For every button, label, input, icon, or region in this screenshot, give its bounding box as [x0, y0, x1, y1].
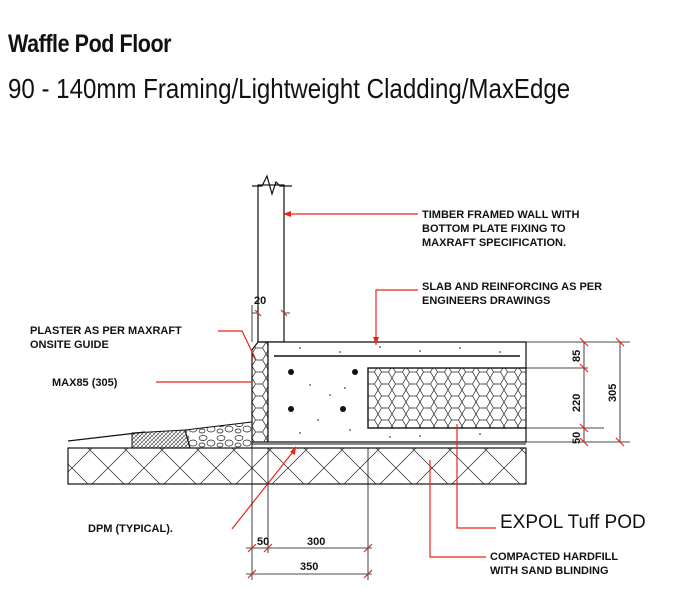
plaster-label-2: ONSITE GUIDE: [30, 339, 109, 351]
maxedge-profile: [251, 341, 269, 443]
dim-20-ticks: [254, 309, 288, 317]
dim-85-text: 85: [571, 350, 583, 362]
dim-300-text: 300: [307, 536, 325, 548]
stone-fill: [184, 421, 253, 449]
plaster-leader: [218, 330, 257, 361]
waffle-pod: [367, 367, 527, 429]
dim-right-ticks: [579, 337, 625, 447]
dim-305-text: 305: [607, 384, 619, 402]
dpm-leader-arrow: [290, 446, 296, 455]
rebar: [340, 406, 346, 412]
wall-label-3: MAXRAFT SPECIFICATION.: [422, 237, 566, 249]
hardfill-leader: [429, 460, 486, 558]
rebar: [352, 369, 358, 375]
rebar: [288, 406, 294, 412]
dim-50v-text: 50: [571, 432, 583, 444]
dim-350-text: 350: [300, 561, 318, 573]
wall-break: [252, 174, 292, 197]
hardfill-label-1: COMPACTED HARDFILL: [490, 551, 618, 563]
dpm-leader: [231, 447, 297, 530]
wall-label-1: TIMBER FRAMED WALL WITH: [422, 209, 579, 221]
dim-right-verticals: [583, 342, 621, 442]
max85-label: MAX85 (305): [52, 377, 118, 389]
page-title: Waffle Pod Floor: [8, 30, 172, 58]
sand-hatch: [131, 429, 191, 449]
plaster-label-1: PLASTER AS PER MAXRAFT: [30, 325, 182, 337]
dim-50h-text: 50: [257, 536, 269, 548]
concrete-speckle: [299, 346, 501, 438]
dim-bottom-lines: [246, 547, 372, 575]
timber-wall: [257, 184, 285, 343]
rebar: [288, 369, 294, 375]
hardfill-label-2: WITH SAND BLINDING: [490, 565, 609, 577]
pod-leader: [456, 424, 496, 529]
dim-20-text: 20: [254, 295, 266, 307]
dim-right-ext: [526, 341, 630, 443]
dim-220-text: 220: [571, 394, 583, 412]
wall-leader-arrow: [283, 211, 291, 217]
slab-label-1: SLAB AND REINFORCING AS PER: [422, 281, 602, 293]
dpm-label: DPM (TYPICAL).: [88, 523, 173, 535]
dim-20-line: [251, 305, 290, 342]
hardfill-layer: [67, 447, 527, 485]
wall-label-2: BOTTOM PLATE FIXING TO: [422, 223, 566, 235]
dim-bottom-ext: [251, 448, 369, 580]
slab-label-2: ENGINEERS DRAWINGS: [422, 295, 550, 307]
dim-bottom-ticks: [247, 543, 373, 579]
pod-label: EXPOL Tuff POD: [500, 512, 646, 533]
slab-leader: [375, 289, 418, 345]
slab-leader-arrow: [373, 337, 379, 345]
page-subtitle: 90 - 140mm Framing/Lightweight Cladding/…: [8, 73, 571, 104]
